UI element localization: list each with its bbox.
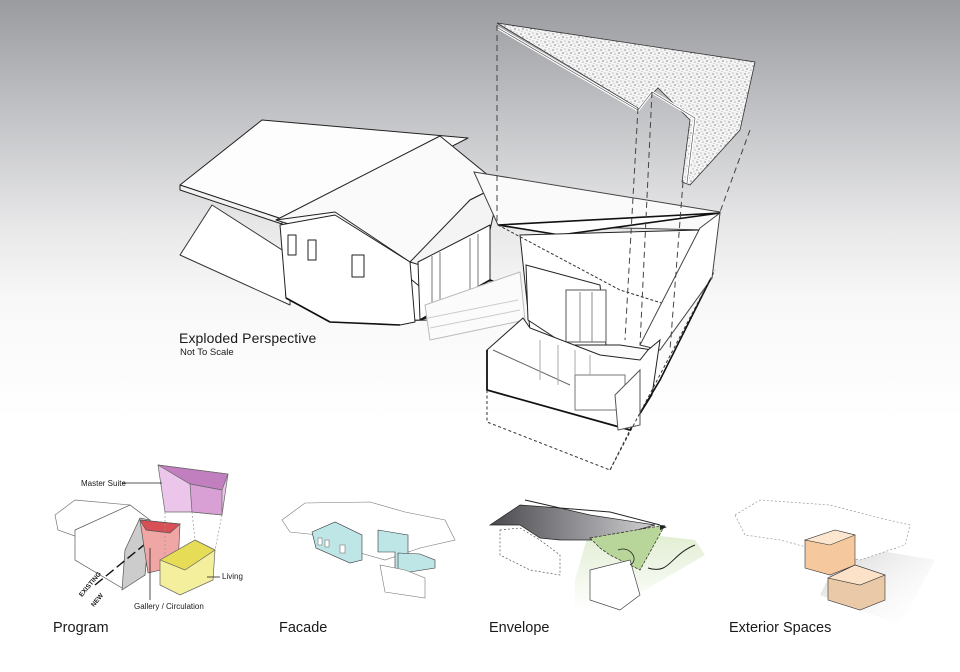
program-diagram (54, 464, 229, 600)
label-gallery-circulation: Gallery / Circulation (134, 602, 204, 611)
panel-title-envelope: Envelope (489, 620, 550, 636)
main-drawing-subtitle: Not To Scale (180, 347, 234, 358)
main-drawing-title: Exploded Perspective (179, 330, 317, 346)
new-addition (473, 171, 721, 471)
exterior-spaces-diagram (734, 499, 935, 625)
facade-diagram (281, 501, 456, 599)
label-living: Living (222, 572, 243, 581)
panel-title-exterior-spaces: Exterior Spaces (729, 620, 832, 636)
envelope-diagram (488, 499, 705, 611)
panel-title-facade: Facade (279, 620, 328, 636)
label-master-suite: Master Suite (81, 479, 126, 488)
panel-title-program: Program (53, 620, 109, 636)
existing-house (179, 119, 526, 341)
exploded-roof-panel (496, 22, 756, 351)
